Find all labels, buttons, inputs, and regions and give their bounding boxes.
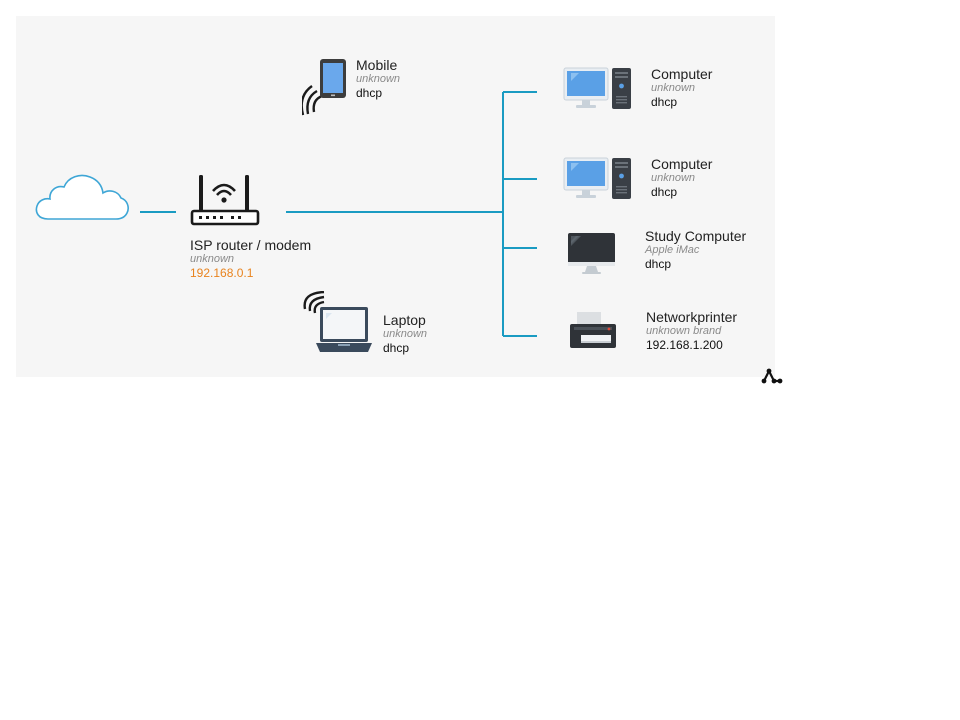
study-computer-label: Study Computer Apple iMac dhcp [645,228,746,271]
desktop-computer-icon [563,67,631,109]
laptop-label: Laptop unknown dhcp [383,312,427,355]
router-label: ISP router / modem unknown 192.168.0.1 [190,237,311,280]
device-name: Computer [651,66,713,82]
connection-lines [140,91,537,337]
printer-icon [570,312,616,348]
device-name: Laptop [383,312,426,328]
device-address: dhcp [356,86,383,100]
printer-label: Networkprinter unknown brand 192.168.1.2… [646,309,737,352]
device-vendor: unknown [651,82,696,94]
device-name: ISP router / modem [190,237,312,253]
device-name: Study Computer [645,228,747,244]
device-vendor: unknown [383,328,428,340]
mobile-label: Mobile unknown dhcp [356,57,400,100]
computer1-label: Computer unknown dhcp [651,66,712,109]
computer2-label: Computer unknown dhcp [651,156,712,199]
device-vendor: Apple iMac [645,244,700,256]
device-address: dhcp [645,257,672,271]
device-name: Mobile [356,57,398,73]
device-name: Networkprinter [646,309,738,325]
cloud-icon [35,174,129,220]
device-address: 192.168.1.200 [646,338,723,352]
device-vendor: unknown [651,172,696,184]
device-address: dhcp [651,95,678,109]
router-icon [190,175,260,226]
brand-logo-icon [761,368,783,384]
device-vendor: unknown brand [646,325,722,337]
laptop-icon [303,291,372,352]
device-name: Computer [651,156,713,172]
device-vendor: unknown [356,73,401,85]
mobile-phone-icon [302,59,346,116]
device-vendor: unknown [190,253,235,265]
desktop-computer-icon [563,157,631,199]
device-address: dhcp [651,185,678,199]
device-address: dhcp [383,341,410,355]
network-diagram-canvas: ISP router / modem unknown 192.168.0.1 M… [16,16,783,384]
device-address: 192.168.0.1 [190,266,254,280]
imac-icon [568,233,615,274]
